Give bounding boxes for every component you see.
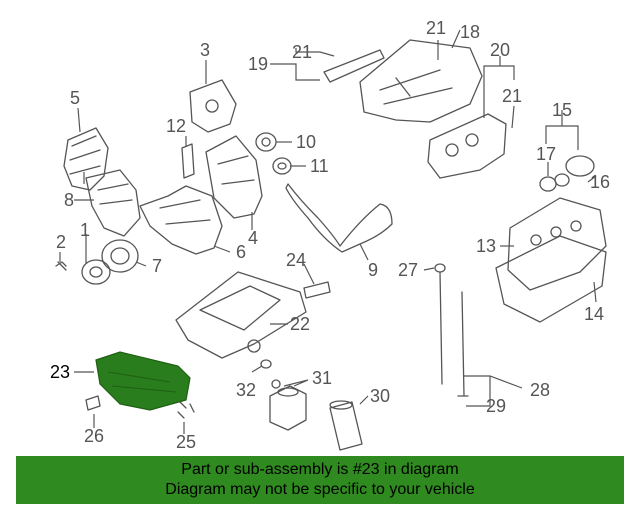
callout-23-highlighted: 23 bbox=[50, 362, 70, 382]
part-9-timing-belt bbox=[285, 183, 393, 253]
callout-15: 15 bbox=[552, 100, 572, 120]
callout-19: 19 bbox=[248, 54, 268, 74]
part-1-crank-pulley bbox=[81, 259, 111, 285]
part-info-banner: Part or sub-assembly is #23 in diagram D… bbox=[16, 456, 624, 504]
callout-21a: 21 bbox=[292, 42, 312, 62]
callout-11: 11 bbox=[310, 156, 329, 176]
part-5-timing-cover bbox=[63, 127, 109, 191]
callout-12: 12 bbox=[166, 116, 186, 136]
part-24-bracket bbox=[303, 281, 331, 299]
part-13-head-cover bbox=[507, 197, 607, 291]
part-31-filter-housing bbox=[269, 379, 307, 431]
callout-28: 28 bbox=[530, 380, 550, 400]
callout-7: 7 bbox=[152, 256, 162, 276]
callout-3: 3 bbox=[200, 40, 210, 60]
callout-2: 2 bbox=[56, 232, 66, 252]
callout-16: 16 bbox=[590, 172, 610, 192]
banner-line-2: Diagram may not be specific to your vehi… bbox=[165, 481, 475, 498]
banner-line-1: Part or sub-assembly is #23 in diagram bbox=[181, 461, 459, 478]
callout-21b: 21 bbox=[426, 18, 446, 38]
part-4-inner-cover bbox=[205, 135, 263, 219]
callout-24: 24 bbox=[286, 250, 306, 270]
part-2-bolt bbox=[55, 261, 67, 271]
callout-32: 32 bbox=[236, 380, 256, 400]
callout-10: 10 bbox=[296, 132, 316, 152]
callout-27: 27 bbox=[398, 260, 418, 280]
part-25-bolts bbox=[177, 401, 195, 419]
part-7-pulley bbox=[101, 239, 139, 273]
part-23-oil-pan-lower[interactable] bbox=[95, 351, 191, 411]
callout-8: 8 bbox=[64, 190, 74, 210]
part-28-dipstick-tube bbox=[457, 291, 469, 397]
callout-9: 9 bbox=[368, 260, 378, 280]
part-16-oil-cap bbox=[565, 155, 595, 177]
part-19-cover-strip bbox=[323, 49, 385, 83]
part-18-engine-cover bbox=[359, 39, 483, 123]
part-6-belt-cover bbox=[139, 185, 223, 255]
callout-17: 17 bbox=[536, 144, 556, 164]
part-27-dipstick bbox=[434, 263, 446, 385]
callout-4: 4 bbox=[248, 228, 258, 248]
callout-6: 6 bbox=[236, 242, 246, 262]
callout-5: 5 bbox=[70, 88, 80, 108]
callout-21c: 21 bbox=[502, 86, 522, 106]
part-22-oil-pan-upper bbox=[175, 271, 307, 359]
part-3-cover bbox=[189, 79, 237, 133]
part-26-sensor bbox=[85, 395, 101, 411]
callout-1: 1 bbox=[80, 220, 90, 240]
callout-31: 31 bbox=[312, 368, 332, 388]
callout-26: 26 bbox=[84, 426, 104, 446]
callout-13: 13 bbox=[476, 236, 496, 256]
part-11-tensioner bbox=[272, 157, 292, 175]
callout-14: 14 bbox=[584, 304, 604, 324]
callout-25: 25 bbox=[176, 432, 196, 452]
callout-30: 30 bbox=[370, 386, 390, 406]
part-17-seal bbox=[539, 173, 570, 192]
callout-20: 20 bbox=[490, 40, 510, 60]
part-32-plug bbox=[260, 359, 272, 369]
part-30-oil-filter bbox=[329, 400, 363, 451]
part-20-valve-cover bbox=[427, 113, 507, 179]
callout-18: 18 bbox=[460, 22, 480, 42]
part-14-gasket bbox=[495, 235, 607, 323]
part-12-bracket bbox=[181, 143, 195, 179]
part-10-idler bbox=[255, 132, 277, 152]
callout-29: 29 bbox=[486, 396, 506, 416]
callout-22: 22 bbox=[290, 314, 310, 334]
part-8-cover bbox=[85, 169, 141, 237]
